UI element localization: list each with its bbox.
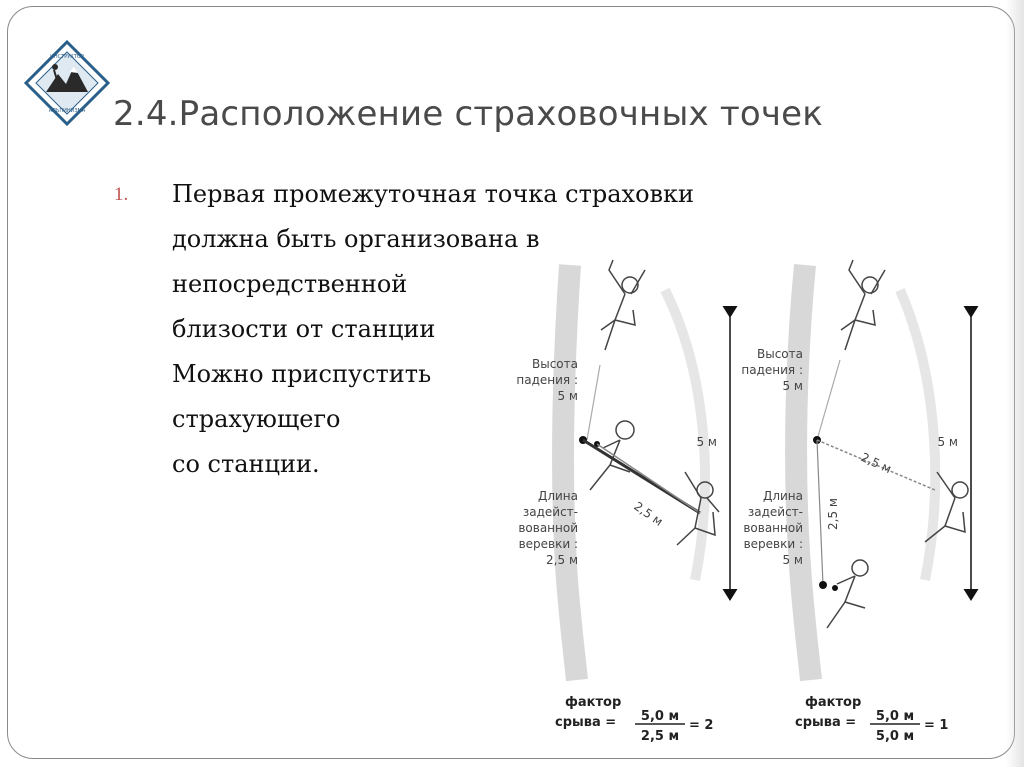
right-fall-label-2: падения : — [741, 363, 803, 377]
left-total-label: 5 м — [696, 435, 717, 449]
right-factor-result: = 1 — [924, 718, 948, 733]
right-factor-label-2: срыва = — [795, 715, 856, 730]
left-fall-label-3: 5 м — [557, 389, 578, 403]
left-rope-label-3: вованной — [518, 521, 578, 535]
belayer-right-icon — [826, 559, 869, 629]
right-rope-segment-label: 2,5 м — [859, 450, 894, 476]
text-line: близости от станции — [172, 315, 436, 343]
text-line: Первая промежуточная точка страховки — [172, 180, 695, 208]
text-line: должна быть организована в — [172, 225, 540, 253]
left-panel: 5 м 2,5 м Высота падения : 5 м Длина зад… — [516, 259, 738, 744]
text-line: непосредственной — [172, 270, 408, 298]
left-rope-label-4: веревки : — [519, 537, 578, 551]
left-factor-numerator: 5,0 м — [641, 709, 679, 724]
instructor-logo-icon: ИНСТРУКТОР АЛЬПИНИЗМА — [24, 40, 110, 126]
climber-top-left-icon — [600, 259, 646, 351]
text-line: Можно приспустить — [172, 360, 432, 388]
left-rope-label-1: Длина — [538, 489, 578, 503]
right-factor-denominator: 5,0 м — [876, 729, 914, 744]
slide-shadow — [1006, 0, 1024, 767]
slide-title: 2.4.Расположение страховочных точек — [113, 94, 823, 134]
list-item-text: Первая промежуточная точка страховки дол… — [172, 172, 694, 487]
text-line: страхующего — [172, 405, 341, 433]
right-rope-label-5: 5 м — [782, 553, 803, 567]
left-fall-label-2: падения : — [516, 373, 578, 387]
left-factor-result: = 2 — [689, 718, 713, 733]
left-rope-label-5: 2,5 м — [546, 553, 578, 567]
right-rope-label-3: вованной — [743, 521, 803, 535]
right-total-label: 5 м — [937, 435, 958, 449]
left-rope-segment-label: 2,5 м — [631, 499, 665, 529]
left-factor-denominator: 2,5 м — [641, 729, 679, 744]
belayer-left-icon — [589, 420, 635, 491]
slide-frame — [7, 6, 1015, 759]
climber-lower-left-icon — [676, 471, 720, 546]
right-rope-label-1: Длина — [763, 489, 803, 503]
right-factor-numerator: 5,0 м — [876, 709, 914, 724]
left-factor-label-2: срыва = — [555, 715, 616, 730]
left-factor-label-1: фактор — [565, 695, 621, 710]
right-rope-label-4: веревки : — [744, 537, 803, 551]
right-fall-label-3: 5 м — [782, 379, 803, 393]
right-rope-label-2: задейст- — [748, 505, 803, 519]
svg-text:АЛЬПИНИЗМА: АЛЬПИНИЗМА — [49, 108, 86, 114]
fall-factor-illustration: 5 м 2,5 м Высота падения : 5 м Длина зад… — [516, 259, 979, 744]
left-fall-label-1: Высота — [532, 357, 578, 371]
svg-text:ИНСТРУКТОР: ИНСТРУКТОР — [50, 54, 84, 60]
list-number: 1. — [114, 184, 129, 205]
climber-top-right-icon — [840, 259, 886, 351]
text-line: со станции. — [172, 450, 320, 478]
left-rope-label-2: задейст- — [523, 505, 578, 519]
right-panel: 5 м 2,5 м 2,5 м Высота падения : 5 м Дли… — [741, 259, 979, 744]
right-fall-label-1: Высота — [757, 347, 803, 361]
right-factor-label-1: фактор — [805, 695, 861, 710]
right-vertical-segment-label: 2,5 м — [826, 498, 840, 530]
